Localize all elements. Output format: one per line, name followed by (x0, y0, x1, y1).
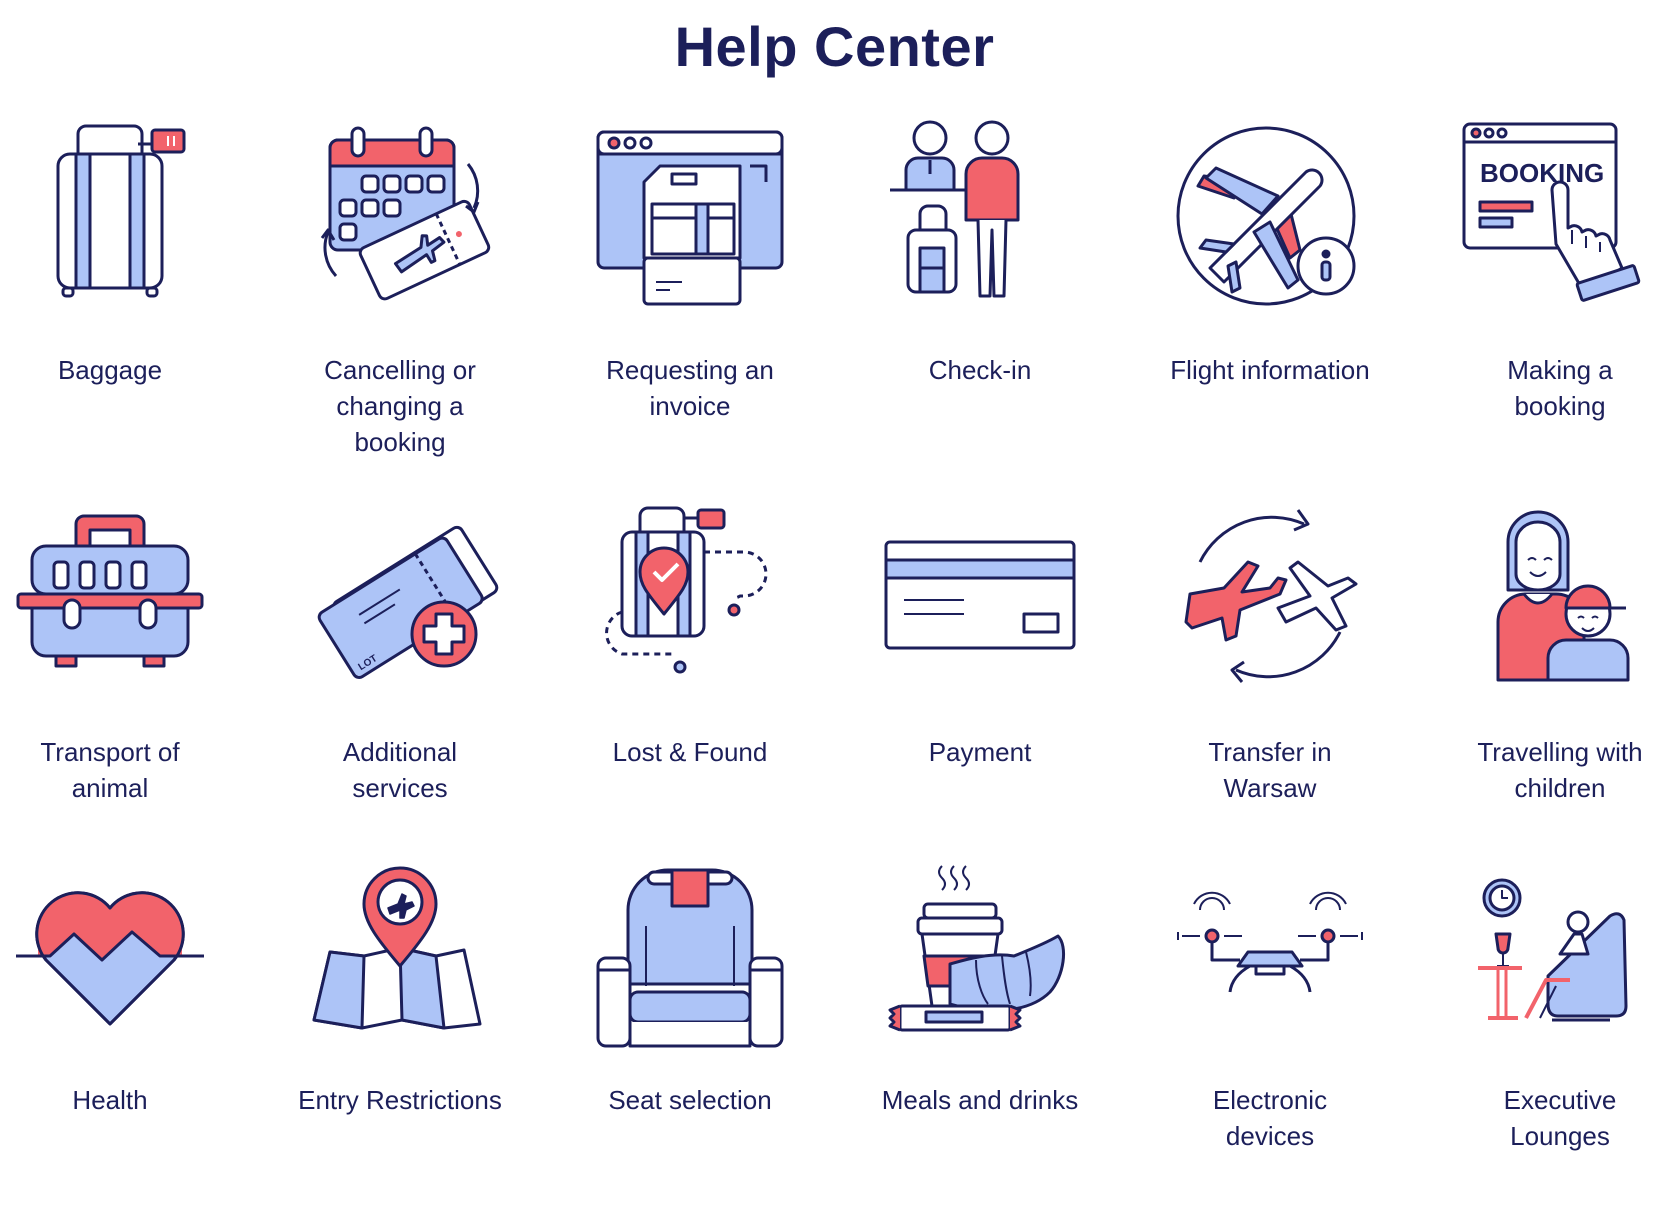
check-in-desk-icon (880, 120, 1080, 320)
plane-info-icon (1170, 120, 1370, 320)
topic-label: Electronic devices (1212, 1085, 1328, 1151)
topic-label: Meals and drinks (881, 1085, 1079, 1115)
heart-pulse-icon (10, 856, 210, 1056)
topic-label: Transport of animal (40, 737, 180, 803)
lounge-icon (1460, 856, 1660, 1056)
seat-icon (590, 856, 790, 1056)
page-title: Help Center (674, 15, 995, 78)
parent-child-icon (1460, 502, 1660, 702)
topic-label: Transfer in Warsaw (1208, 737, 1332, 803)
topic-label: Baggage (57, 355, 163, 385)
coffee-croissant-icon (880, 856, 1080, 1056)
topic-label: Lost & Found (612, 737, 768, 767)
topic-label: Seat selection (608, 1085, 772, 1115)
topic-label: Executive Lounges (1503, 1085, 1617, 1151)
topic-label: Entry Restrictions (298, 1085, 502, 1115)
calendar-ticket-icon (300, 120, 500, 320)
drone-icon (1170, 856, 1370, 1056)
topic-label: Check-in (928, 355, 1032, 385)
pet-carrier-icon (10, 502, 210, 702)
topic-label: Flight information (1170, 355, 1370, 385)
topic-label: Health (72, 1085, 148, 1115)
topic-label: Making a booking (1507, 355, 1613, 421)
topic-label: Cancelling or changing a booking (324, 355, 476, 457)
topic-label: Requesting an invoice (606, 355, 774, 421)
topic-label: Payment (928, 737, 1032, 767)
map-pin-icon (300, 856, 500, 1056)
plane-transfer-icon (1170, 502, 1370, 702)
tickets-plus-icon: LOT (300, 502, 500, 702)
luggage-icon (10, 120, 210, 320)
topic-label: Additional services (342, 737, 458, 803)
lost-luggage-icon (590, 502, 790, 702)
credit-card-icon (880, 502, 1080, 702)
booking-text: BOOKING (1480, 158, 1604, 188)
booking-window-icon: BOOKING (1460, 120, 1660, 320)
invoice-window-icon (590, 120, 790, 320)
topic-label: Travelling with children (1477, 737, 1643, 803)
